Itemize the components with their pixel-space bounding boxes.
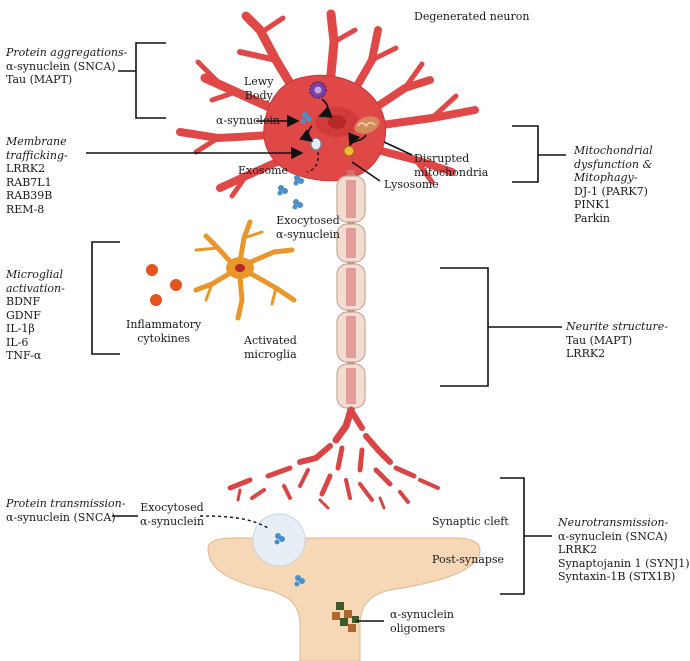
group-item: Parkin	[574, 211, 610, 225]
group-item: BDNF	[6, 295, 41, 308]
lewy-body-label: Lewy Body	[244, 75, 273, 102]
group-item: LRRK2	[558, 543, 598, 556]
neurotransmission-group: Neurotransmission- α-synuclein (SNCA) LR…	[558, 516, 690, 584]
lysosome-label: Lysosome	[384, 178, 439, 191]
group-item: RAB39B	[6, 189, 53, 202]
mitochondrial-group: Mitochondrial dysfunction & Mitophagy- D…	[574, 144, 653, 225]
diagram-title: Degenerated neuron	[414, 10, 530, 23]
group-item: Synaptojanin 1 (SYNJ1)	[558, 556, 690, 570]
exosome-label: Exosome	[238, 164, 289, 177]
alpha-synuclein-label: α-synuclein	[216, 114, 280, 127]
exocytosed-alpha-synuclein-label: Exocytosed α-synuclein	[276, 214, 340, 241]
group-item: IL-6	[6, 335, 29, 349]
microglial-activation-heading: activation-	[6, 281, 65, 295]
exocytosed-alpha-synuclein-upper	[277, 175, 304, 210]
label-line: Exocytosed	[140, 501, 204, 514]
neurite-structure-heading: Neurite structure-	[566, 320, 668, 333]
microglial-activation-group: Microglial activation- BDNF GDNF IL-1β I…	[6, 268, 65, 363]
exocytosed-alpha-synuclein-lower-label: Exocytosed α-synuclein	[140, 501, 204, 528]
disrupted-mitochondria-label: Disrupted mitochondria	[414, 152, 488, 179]
alpha-synuclein-oligomers-label: α-synuclein oligomers	[390, 608, 454, 635]
label-line: Inflammatory	[126, 318, 202, 331]
label-line: Disrupted	[414, 152, 470, 165]
inflammatory-cytokines	[146, 264, 182, 306]
alpha-synuclein-postsynapse	[294, 575, 305, 587]
protein-aggregations-heading: Protein aggregations-	[6, 46, 128, 59]
synaptic-vesicle	[252, 513, 306, 567]
bracket-lines	[91, 42, 566, 622]
neurotransmission-heading: Neurotransmission-	[558, 516, 669, 529]
post-synapse	[207, 537, 481, 661]
group-item: GDNF	[6, 308, 41, 322]
post-synapse-label: Post-synapse	[432, 553, 505, 566]
inflammatory-cytokines-label: Inflammatory cytokines	[126, 318, 201, 345]
label-line: α-synuclein	[140, 514, 204, 528]
group-item: Syntaxin-1B (STX1B)	[558, 570, 676, 583]
group-item: LRRK2	[566, 347, 606, 360]
fragmented-axon-terminals	[227, 406, 440, 510]
exosome	[310, 137, 322, 151]
activated-microglia-label: Activated microglia	[244, 334, 297, 361]
disrupted-mitochondrion	[354, 116, 380, 134]
group-item: Tau (MAPT)	[6, 73, 73, 86]
diagram-artwork	[86, 9, 566, 661]
group-item: α-synuclein (SNCA)	[6, 510, 116, 524]
lysosome	[343, 145, 355, 157]
group-item: Tau (MAPT)	[566, 333, 633, 347]
label-line: Body	[244, 88, 273, 102]
neurite-structure-group: Neurite structure- Tau (MAPT) LRRK2	[566, 320, 668, 361]
microglial-activation-heading: Microglial	[6, 268, 63, 281]
group-item: TNF-α	[6, 349, 42, 362]
group-item: LRRK2	[6, 162, 46, 175]
membrane-trafficking-heading: trafficking-	[6, 148, 68, 162]
protein-transmission-heading: Protein transmission-	[6, 497, 126, 510]
label-line: α-synuclein	[390, 608, 454, 621]
group-item: IL-1β	[6, 322, 35, 335]
group-item: PINK1	[574, 198, 611, 211]
alpha-synuclein-vesicle	[274, 533, 285, 545]
mitochondrial-heading: Mitochondrial	[574, 144, 653, 157]
mitochondrial-heading: Mitophagy-	[574, 171, 638, 184]
alpha-synuclein-oligomers	[332, 602, 359, 632]
label-line: Lewy	[244, 75, 274, 88]
alpha-synuclein-intracellular	[300, 112, 312, 124]
group-item: α-synuclein (SNCA)	[6, 59, 116, 73]
label-line: Activated	[244, 334, 297, 347]
protein-aggregations-group: Protein aggregations- α-synuclein (SNCA)…	[6, 46, 127, 87]
synaptic-cleft-label: Synaptic cleft	[432, 515, 509, 528]
membrane-trafficking-heading: Membrane	[6, 135, 67, 148]
mitochondrial-heading: dysfunction &	[574, 157, 653, 171]
axon	[336, 170, 366, 410]
label-line: microglia	[244, 347, 297, 361]
label-line: mitochondria	[414, 165, 489, 179]
label-line: α-synuclein	[276, 227, 340, 241]
group-item: REM-8	[6, 202, 45, 216]
activated-microglia	[193, 219, 297, 321]
group-item: α-synuclein (SNCA)	[558, 529, 668, 543]
label-line: Exocytosed	[276, 214, 340, 227]
label-line: cytokines	[137, 331, 191, 345]
lewy-body	[309, 81, 327, 99]
pathway-diagram: Degenerated neuron Protein aggregations-…	[6, 9, 690, 661]
label-line: oligomers	[390, 621, 446, 635]
group-item: RAB7L1	[6, 175, 52, 189]
membrane-trafficking-group: Membrane trafficking- LRRK2 RAB7L1 RAB39…	[6, 135, 68, 216]
group-item: DJ-1 (PARK7)	[574, 184, 648, 198]
protein-transmission-group: Protein transmission- α-synuclein (SNCA)	[6, 497, 125, 524]
